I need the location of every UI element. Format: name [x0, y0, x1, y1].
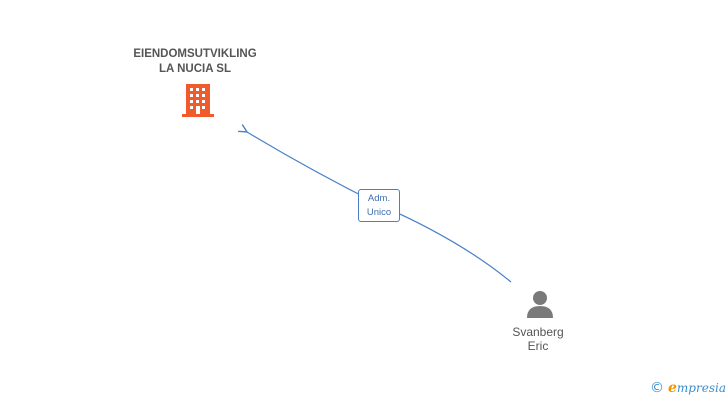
company-name[interactable]: EIENDOMSUTVIKLING LA NUCIA SL: [110, 47, 280, 77]
company-name-line1: EIENDOMSUTVIKLING: [133, 48, 257, 60]
role-label-line2: Unico: [366, 207, 392, 218]
company-name-line2: LA NUCIA SL: [159, 63, 231, 75]
brand-initial: e: [668, 380, 677, 396]
person-name-line1: Svanberg: [512, 325, 564, 339]
building-icon[interactable]: [182, 84, 214, 117]
role-label-line1: Adm.: [367, 193, 391, 204]
person-name[interactable]: Svanberg Eric: [490, 325, 586, 353]
person-icon[interactable]: [527, 291, 553, 318]
brand-logo: ©empresia: [650, 380, 726, 398]
brand-name: mpresia: [676, 381, 726, 395]
role-label: Adm. Unico: [358, 189, 400, 222]
copyright-symbol: ©: [650, 380, 664, 396]
person-name-line2: Eric: [527, 339, 549, 353]
